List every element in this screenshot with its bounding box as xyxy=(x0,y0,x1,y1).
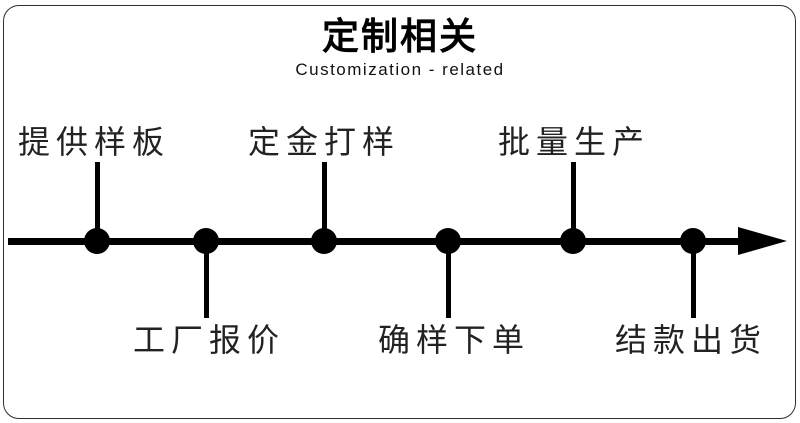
timeline-dot xyxy=(193,228,219,254)
connector-line xyxy=(446,241,451,318)
arrow-right-icon xyxy=(738,227,787,255)
step-label-provide-sample: 提供样板 xyxy=(18,124,171,160)
timeline-dot xyxy=(560,228,586,254)
timeline-dot xyxy=(311,228,337,254)
timeline-dot xyxy=(680,228,706,254)
page-title: 定制相关 xyxy=(322,16,478,57)
step-label-factory-quote: 工厂报价 xyxy=(133,322,286,358)
connector-line xyxy=(322,162,327,241)
step-label-deposit-proofing: 定金打样 xyxy=(248,124,401,160)
step-label-payment-shipping: 结款出货 xyxy=(615,322,768,358)
timeline-dot xyxy=(84,228,110,254)
page-subtitle: Customization - related xyxy=(295,60,505,79)
timeline-axis xyxy=(8,238,746,245)
connector-line xyxy=(95,162,100,241)
timeline-dot xyxy=(435,228,461,254)
connector-line xyxy=(691,241,696,318)
step-label-confirm-order: 确样下单 xyxy=(378,322,531,358)
connector-line xyxy=(204,241,209,318)
connector-line xyxy=(571,162,576,241)
step-label-mass-production: 批量生产 xyxy=(498,124,651,160)
